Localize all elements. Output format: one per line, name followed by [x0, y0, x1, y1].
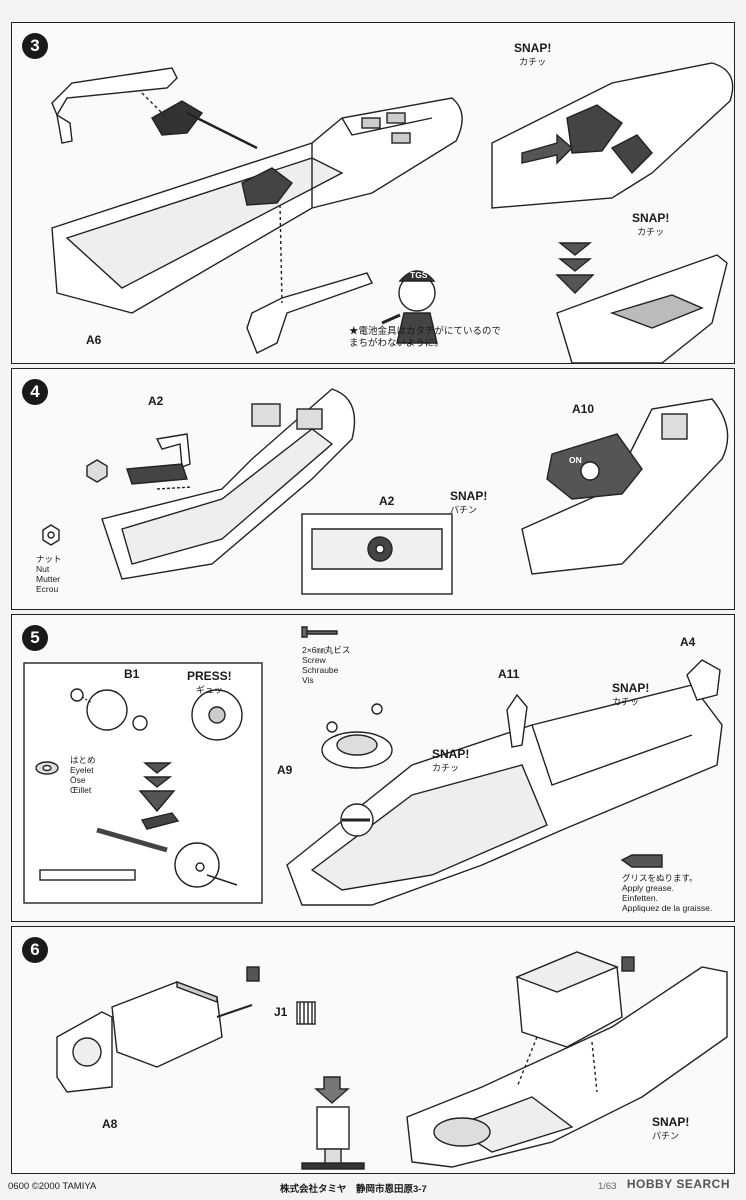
- step-number: 4: [22, 379, 48, 405]
- step-4-illustration: [42, 388, 729, 595]
- screw-icon: [301, 626, 338, 638]
- step-5-panel: 5: [11, 614, 735, 922]
- step-6-panel: 6: [11, 926, 735, 1174]
- step-number: 3: [22, 33, 48, 59]
- nut-label: ナット Nut Mutter Ecrou: [36, 554, 62, 594]
- screw-label: 2×6㎜丸ビス Screw Schraube Vis: [302, 645, 351, 685]
- snap-sub: カチッ: [612, 697, 640, 707]
- snap-label: SNAP! カチッ: [632, 211, 669, 239]
- press-label: PRESS! ギュッ: [187, 669, 232, 697]
- pinion-gear: [296, 1001, 316, 1025]
- part-label-a2: A2: [148, 394, 164, 408]
- snap-label: SNAP! カチッ: [432, 747, 469, 775]
- snap-sub: パチン: [652, 1131, 680, 1141]
- step-number: 6: [22, 937, 48, 963]
- snap-title: SNAP!: [652, 1115, 690, 1129]
- press-sub: ギュッ: [195, 685, 223, 695]
- snap-sub: パチン: [450, 505, 478, 515]
- snap-label: SNAP! カチッ: [612, 681, 649, 709]
- snap-label: SNAP! パチン: [652, 1115, 689, 1143]
- watermark-logo: HOBBY SEARCH: [626, 1177, 730, 1191]
- mascot-badge: TGS: [410, 270, 428, 280]
- part-label-a11: A11: [498, 667, 520, 681]
- snap-sub: カチッ: [519, 57, 547, 67]
- footer-copyright: 0600 ©2000 TAMIYA: [8, 1181, 97, 1192]
- press-title: PRESS!: [187, 669, 232, 683]
- part-label-a9: A9: [277, 763, 293, 777]
- part-label-j1: J1: [274, 1005, 288, 1019]
- a10-mark: ON: [569, 455, 582, 465]
- snap-label: SNAP! カチッ: [514, 41, 551, 69]
- snap-title: SNAP!: [632, 211, 670, 225]
- part-label-b1: B1: [124, 667, 140, 681]
- step-6-illustration: [56, 951, 728, 1170]
- snap-title: SNAP!: [432, 747, 470, 761]
- eyelet-label: はとめ Eyelet Öse Œillet: [70, 755, 96, 795]
- footer-page: 1/63: [598, 1181, 617, 1192]
- snap-sub: カチッ: [432, 763, 460, 773]
- step-3-panel: 3: [11, 22, 735, 364]
- part-label-a10: A10: [572, 402, 595, 416]
- part-label-a4: A4: [680, 635, 696, 649]
- step-number: 5: [22, 625, 48, 651]
- snap-title: SNAP!: [450, 489, 488, 503]
- part-label-a2-inset: A2: [379, 494, 395, 508]
- footer-company: 株式会社タミヤ 静岡市恩田原3-7: [280, 1184, 427, 1195]
- snap-title: SNAP!: [612, 681, 650, 695]
- part-label-a6: A6: [86, 333, 102, 347]
- step-4-panel: 4 A2 A2 A10 ON: [11, 368, 735, 610]
- part-label-a8: A8: [102, 1117, 118, 1131]
- step-5-illustration: [23, 626, 723, 906]
- grease-label: グリスをぬります。 Apply grease. Einfetten. Appli…: [622, 873, 713, 913]
- caution-note: ★電池金具はカタチがにているので まちがわないように。: [349, 326, 502, 349]
- step-3-illustration: [51, 62, 734, 363]
- snap-title: SNAP!: [514, 41, 552, 55]
- snap-sub: カチッ: [637, 227, 665, 237]
- snap-label: SNAP! パチン: [450, 489, 487, 517]
